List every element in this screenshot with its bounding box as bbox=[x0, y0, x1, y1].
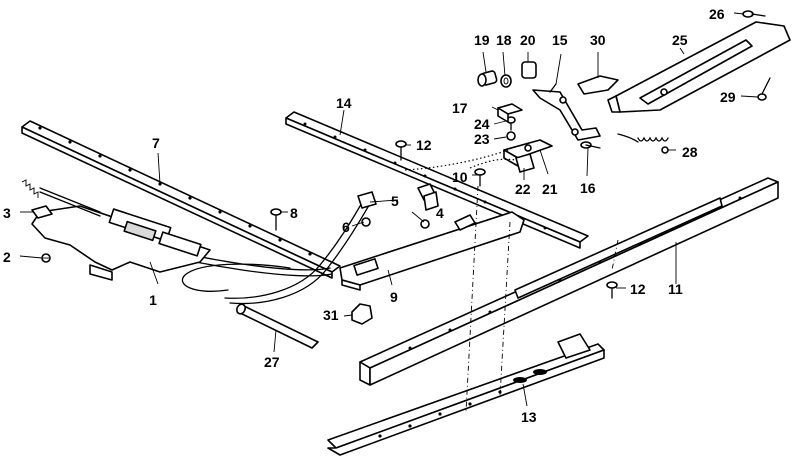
label-12b: 12 bbox=[630, 281, 646, 297]
part-1-drive-assembly bbox=[21, 179, 211, 281]
label-10: 10 bbox=[452, 169, 468, 185]
part-11-rail bbox=[359, 177, 779, 386]
label-19: 19 bbox=[474, 32, 490, 48]
part-27-rod bbox=[236, 303, 319, 349]
part-22-clip bbox=[515, 153, 535, 173]
callout-labels: 1 2 3 4 5 6 7 8 9 10 11 12 12 13 14 15 1… bbox=[3, 6, 736, 425]
part-9-plate bbox=[339, 211, 525, 291]
label-27: 27 bbox=[264, 354, 280, 370]
label-15: 15 bbox=[552, 32, 568, 48]
part-31-nut bbox=[351, 303, 373, 325]
label-2: 2 bbox=[3, 249, 11, 265]
part-16-screw bbox=[580, 141, 601, 149]
label-18: 18 bbox=[496, 32, 512, 48]
label-4: 4 bbox=[436, 205, 444, 221]
part-8-screw bbox=[270, 208, 282, 231]
label-12a: 12 bbox=[416, 137, 432, 153]
label-8: 8 bbox=[290, 205, 298, 221]
alignment-lines bbox=[404, 149, 619, 413]
part-12a-screw bbox=[395, 140, 407, 161]
label-5: 5 bbox=[391, 193, 399, 209]
label-28: 28 bbox=[682, 144, 698, 160]
part-30-cover bbox=[577, 75, 619, 95]
part-20-sleeve bbox=[521, 61, 537, 79]
label-29: 29 bbox=[720, 89, 736, 105]
part-15-lever bbox=[532, 83, 601, 141]
part-14-rail bbox=[285, 111, 589, 249]
part-4-screw bbox=[420, 219, 430, 229]
part-3-clip bbox=[31, 205, 53, 219]
part-26-screw bbox=[742, 10, 766, 18]
label-26: 26 bbox=[709, 6, 725, 22]
part-5-bracket bbox=[357, 183, 439, 211]
part-2-screw bbox=[41, 253, 51, 263]
part-25-guide bbox=[607, 21, 791, 113]
label-11: 11 bbox=[668, 281, 683, 297]
label-14: 14 bbox=[336, 95, 352, 111]
label-31: 31 bbox=[323, 307, 339, 323]
label-16: 16 bbox=[580, 180, 596, 196]
label-24: 24 bbox=[474, 116, 490, 132]
label-17: 17 bbox=[452, 100, 468, 116]
label-21: 21 bbox=[542, 181, 558, 197]
part-10-screw bbox=[474, 168, 486, 187]
part-23-washer bbox=[506, 131, 516, 141]
part-7-rail bbox=[21, 120, 341, 279]
part-19-bushing bbox=[477, 70, 498, 87]
part-17-block bbox=[497, 103, 523, 123]
part-6-screw bbox=[361, 217, 371, 227]
label-22: 22 bbox=[515, 181, 531, 197]
part-28-spring bbox=[617, 133, 669, 154]
part-18-washer bbox=[500, 74, 512, 88]
label-23: 23 bbox=[474, 131, 490, 147]
leader-lines bbox=[19, 12, 759, 407]
part-29-screw bbox=[757, 77, 771, 101]
screws bbox=[41, 10, 771, 299]
label-1: 1 bbox=[149, 292, 157, 308]
label-20: 20 bbox=[520, 32, 536, 48]
label-7: 7 bbox=[152, 135, 160, 151]
label-6: 6 bbox=[342, 219, 350, 235]
label-9: 9 bbox=[390, 289, 398, 305]
label-30: 30 bbox=[590, 32, 606, 48]
label-13: 13 bbox=[521, 409, 537, 425]
label-3: 3 bbox=[3, 205, 11, 221]
part-21-bracket bbox=[503, 139, 553, 167]
part-13-rail bbox=[327, 333, 605, 456]
label-25: 25 bbox=[672, 32, 688, 48]
part-12b-screw bbox=[606, 281, 618, 299]
